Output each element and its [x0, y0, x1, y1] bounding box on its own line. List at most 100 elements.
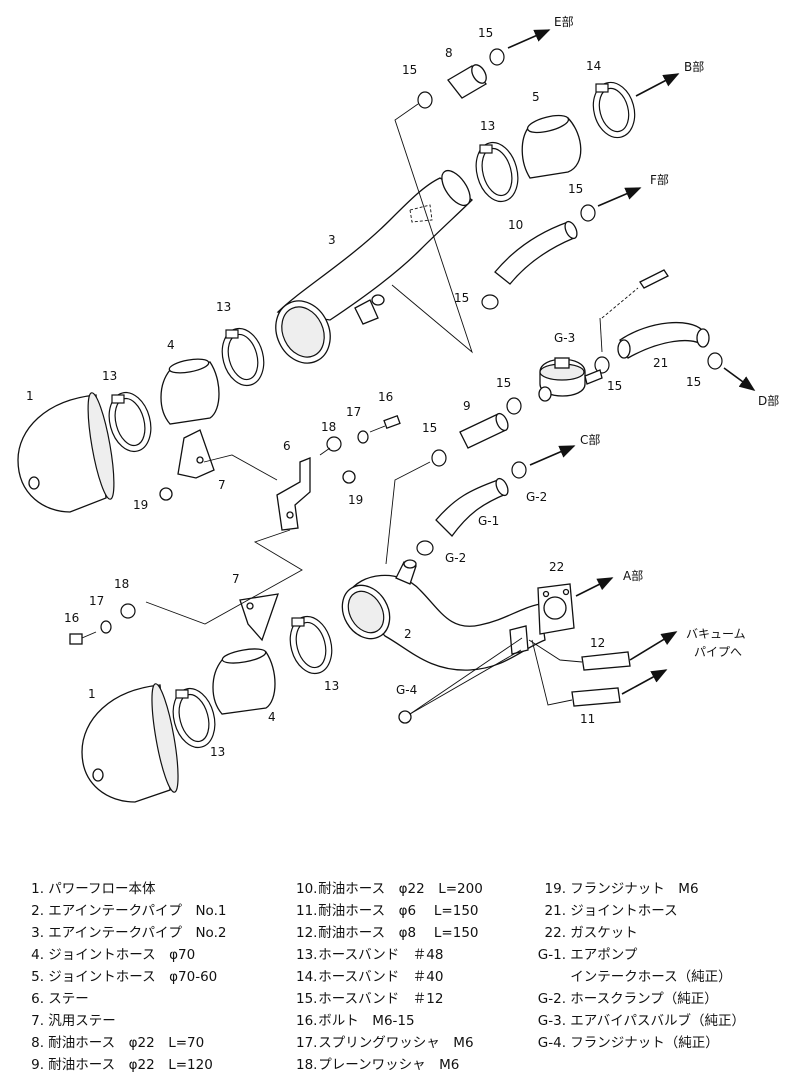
callout-11: 11: [580, 712, 595, 726]
legend-item: 14. ホースバンド ＃40: [296, 969, 444, 985]
callout-7: 7: [218, 478, 226, 492]
legend-item: 9. 耐油ホース φ22 L=120: [31, 1057, 213, 1073]
callout-4: 4: [268, 710, 276, 724]
hose-band-14: [592, 81, 636, 139]
power-flow-filter-lower: [81, 683, 179, 803]
callout-g3: G-3: [554, 331, 575, 345]
callout-21: 21: [653, 356, 668, 370]
destination-arrows: [507, 29, 756, 695]
joint-hose-4-lower: [212, 648, 276, 715]
intake-hose-g1: [435, 477, 509, 537]
callout-15: 15: [402, 63, 417, 77]
callout-17: 17: [89, 594, 104, 608]
legend-item: G-2. ホースクランプ（純正）: [537, 991, 718, 1007]
legend-item: 19. フランジナット M6: [544, 881, 699, 897]
hose-band-15-set: [417, 48, 723, 467]
callout-19: 19: [133, 498, 148, 512]
callout-6: 6: [283, 439, 291, 453]
legend-item: 12. 耐油ホース φ8 L=150: [296, 925, 479, 941]
legend-item: 3. エアインテークパイプ No.2: [31, 925, 227, 941]
callout-labels: 1 1 2 3 4 4 5 6 7 7 8 9 10 11 12 13 13 1…: [26, 26, 701, 759]
legend-item: 10. 耐油ホース φ22 L=200: [296, 881, 483, 897]
hose-band-13-upper-mid: [221, 327, 265, 387]
legend-item: G-3. エアバイパスバルブ（純正）: [537, 1013, 745, 1029]
callout-13: 13: [480, 119, 495, 133]
oil-hose-11-12: [571, 651, 631, 707]
callout-g2: G-2: [526, 490, 547, 504]
legend-item: 17. スプリングワッシャ M6: [296, 1035, 474, 1051]
joint-hose-4-upper: [160, 358, 220, 425]
exploded-parts-diagram: 1 1 2 3 4 4 5 6 7 7 8 9 10 11 12 13 13 1…: [17, 14, 779, 803]
legend-item: 4. ジョイントホース φ70: [31, 947, 196, 963]
callout-10: 10: [508, 218, 523, 232]
legend-item: G-1. エアポンプ: [537, 947, 638, 963]
legend-item: 21. ジョイントホース: [544, 903, 678, 919]
hose-clamp-g2: [416, 461, 527, 556]
callout-1: 1: [26, 389, 34, 403]
gasket-22: [537, 583, 575, 635]
destination-a: A部: [623, 568, 643, 583]
hardware-bolts-washers: [69, 415, 412, 724]
legend-item: インテークホース（純正）: [570, 969, 732, 985]
callout-18: 18: [321, 420, 336, 434]
legend-item: 16. ボルト M6-15: [296, 1013, 415, 1029]
callout-g2: G-2: [445, 551, 466, 565]
callout-9: 9: [463, 399, 471, 413]
callout-14: 14: [586, 59, 601, 73]
callout-17: 17: [346, 405, 361, 419]
hose-band-13-upper-left: [108, 391, 152, 453]
power-flow-filter-upper: [17, 392, 115, 513]
general-stay-7-lower: [239, 593, 279, 642]
callout-18: 18: [114, 577, 129, 591]
parts-legend-column-3: 19. フランジナット M6 21. ジョイントホース 22. ガスケット G-…: [536, 878, 745, 1054]
stay-6: [276, 457, 311, 531]
vacuum-line-pin: [601, 269, 669, 319]
callout-15: 15: [478, 26, 493, 40]
joint-hose-5: [521, 114, 582, 179]
parts-legend-column-1: 1. パワーフロー本体 2. エアインテークパイプ No.1 3. エアインテー…: [26, 878, 226, 1076]
hose-band-13-lower-right: [289, 615, 333, 675]
destination-labels: E部 B部 F部 C部 D部 A部 バキューム パイプへ: [554, 14, 779, 659]
legend-item: 7. 汎用ステー: [31, 1013, 116, 1029]
callout-13: 13: [102, 369, 117, 383]
destination-d: D部: [758, 393, 779, 408]
callout-5: 5: [532, 90, 540, 104]
callout-15: 15: [568, 182, 583, 196]
callout-13: 13: [216, 300, 231, 314]
hose-band-13-lower-left: [172, 687, 216, 749]
general-stay-7-upper: [177, 429, 215, 479]
callout-15: 15: [496, 376, 511, 390]
callout-22: 22: [549, 560, 564, 574]
legend-item: 6. ステー: [31, 991, 89, 1007]
legend-item: 5. ジョイントホース φ70-60: [31, 969, 218, 985]
callout-19: 19: [348, 493, 363, 507]
legend-item: 22. ガスケット: [544, 925, 638, 941]
oil-hose-9: [459, 412, 509, 449]
legend-item: 8. 耐油ホース φ22 L=70: [31, 1035, 205, 1051]
callout-16: 16: [64, 611, 79, 625]
callout-13: 13: [324, 679, 339, 693]
destination-vacuum-1: バキューム: [686, 627, 746, 641]
callout-16: 16: [378, 390, 393, 404]
legend-item: 1. パワーフロー本体: [31, 881, 156, 897]
intake-pipe-no2: [275, 169, 474, 364]
destination-e: E部: [554, 14, 574, 29]
intake-pipe-no1: [341, 559, 546, 671]
callout-15: 15: [454, 291, 469, 305]
callout-13: 13: [210, 745, 225, 759]
legend-item: 18. プレーンワッシャ M6: [296, 1057, 460, 1073]
callout-15: 15: [686, 375, 701, 389]
hose-band-13-top: [475, 141, 519, 203]
oil-hose-8: [447, 64, 487, 99]
callout-2: 2: [404, 627, 412, 641]
legend-item: 15. ホースバンド ＃12: [296, 991, 444, 1007]
destination-b: B部: [684, 59, 704, 74]
legend-item: 2. エアインテークパイプ No.1: [31, 903, 227, 919]
callout-1: 1: [88, 687, 96, 701]
callout-g1: G-1: [478, 514, 499, 528]
air-bypass-valve-g3: [538, 357, 603, 402]
callout-15: 15: [422, 421, 437, 435]
callout-g4: G-4: [396, 683, 417, 697]
destination-f: F部: [650, 172, 669, 187]
leader-lines: [145, 103, 603, 715]
